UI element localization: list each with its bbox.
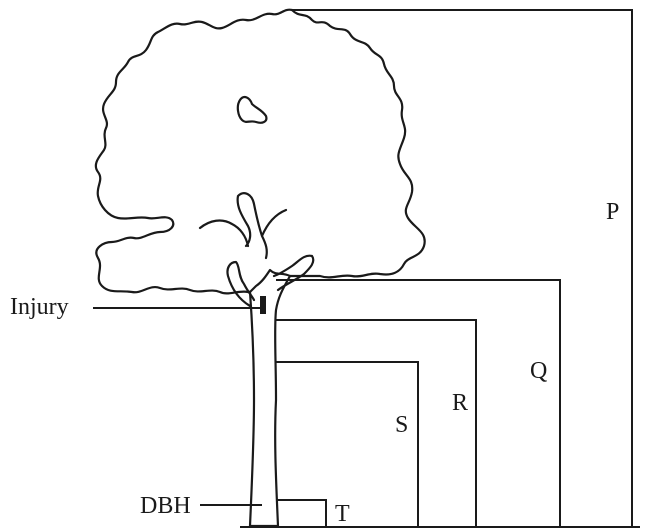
tree-trunk-icon (248, 268, 292, 528)
q-label: Q (530, 358, 547, 384)
t-label: T (335, 501, 350, 527)
injury-label: Injury (10, 294, 69, 320)
injury-mark-icon (260, 296, 266, 314)
r-label: R (452, 390, 468, 416)
dbh-label: DBH (140, 493, 191, 519)
s-height-bracket (276, 361, 419, 526)
q-height-bracket (276, 279, 561, 526)
p-height-bracket (292, 9, 633, 526)
p-label: P (606, 199, 619, 225)
canopy-hole-icon (236, 95, 268, 124)
left-branch-icon (226, 260, 256, 308)
r-height-bracket (276, 319, 477, 526)
s-label: S (395, 412, 408, 438)
branch-fork-icon (198, 192, 288, 260)
tree-canopy-icon (94, 8, 426, 295)
t-height-bracket (276, 499, 327, 526)
right-branch-icon (272, 254, 315, 292)
